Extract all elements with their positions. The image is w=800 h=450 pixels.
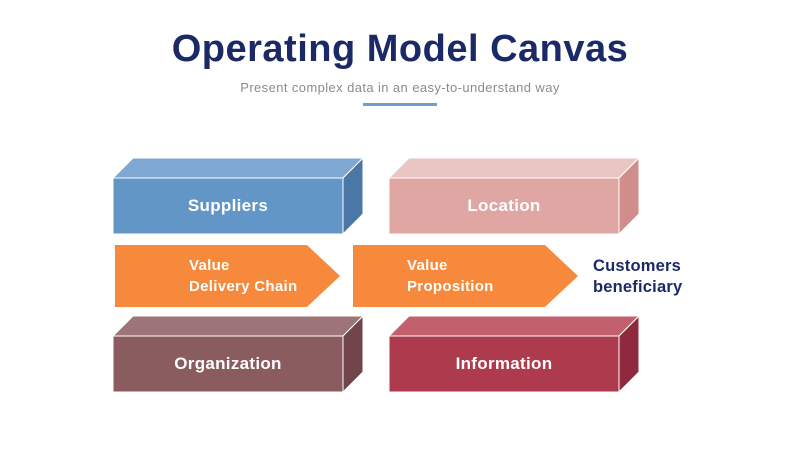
- box-3d-shape: [389, 158, 639, 234]
- subtitle-underline: [363, 103, 437, 106]
- box-information: Information: [389, 316, 639, 392]
- box-top-face: [113, 316, 363, 337]
- box-suppliers: Suppliers: [113, 158, 363, 234]
- arrow-label-line2: Delivery Chain: [189, 278, 298, 295]
- box-front-face: [389, 335, 620, 392]
- box-label-location: Location: [467, 196, 541, 215]
- box-label-organization: Organization: [174, 354, 282, 373]
- box-front-face: [113, 335, 344, 392]
- arrow-label-line2: Proposition: [407, 278, 494, 295]
- arrow-value-proposition: Value Proposition: [353, 245, 578, 307]
- box-3d-shape: [389, 316, 639, 392]
- box-label-suppliers: Suppliers: [187, 196, 269, 215]
- customers-beneficiary-text: Customers beneficiary: [593, 256, 682, 298]
- arrow-label-line1: Value: [189, 257, 230, 274]
- side-text-line1: Customers: [593, 257, 681, 275]
- side-text-line2: beneficiary: [593, 278, 683, 296]
- box-front-face: [389, 177, 620, 234]
- box-organization: Organization: [113, 316, 363, 392]
- page-title: Operating Model Canvas: [171, 28, 629, 70]
- box-3d-shape: [113, 316, 363, 392]
- box-top-face: [389, 316, 639, 337]
- box-3d-shape: [113, 158, 363, 234]
- arrow-label-line1: Value: [407, 257, 448, 274]
- box-top-face: [389, 158, 639, 179]
- arrow-value-delivery-chain: Value Delivery Chain: [115, 245, 340, 307]
- box-front-face: [113, 177, 344, 234]
- box-location: Location: [389, 158, 639, 234]
- page-subtitle: Present complex data in an easy-to-under…: [240, 80, 560, 95]
- box-label-information: Information: [455, 354, 553, 373]
- box-top-face: [113, 158, 363, 179]
